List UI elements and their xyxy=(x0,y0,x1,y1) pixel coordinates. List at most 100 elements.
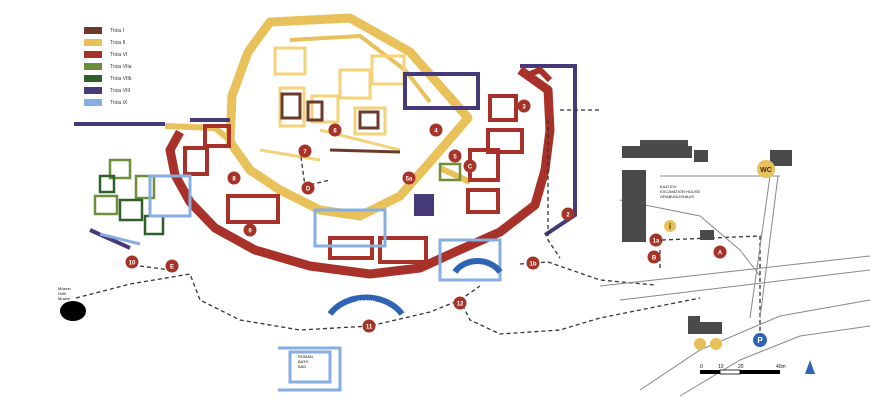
troia-i-walls xyxy=(280,92,401,154)
wc-label: WC xyxy=(760,167,772,174)
marker-1a-dot xyxy=(649,233,663,247)
marker-d-label: D xyxy=(306,186,311,192)
marker-b[interactable]: B xyxy=(647,250,661,264)
legend-item: Troia VIIb xyxy=(84,74,132,83)
wc-icon[interactable] xyxy=(757,160,775,178)
marker-1a[interactable]: 1a xyxy=(649,233,663,247)
legend-item: Troia I xyxy=(84,26,124,35)
marker-d[interactable]: D xyxy=(301,181,315,195)
legend-label: Troia VIII xyxy=(110,87,131,94)
marker-1a-label: 1a xyxy=(653,238,660,244)
museum-text-line-3: Musée xyxy=(58,296,71,301)
marker-2-label: 2 xyxy=(566,212,570,218)
odeon-label: ODEON xyxy=(357,300,376,306)
marker-10-label: 10 xyxy=(129,260,136,266)
marker-c[interactable]: C xyxy=(463,159,477,173)
legend-swatch xyxy=(84,87,102,94)
marker-3[interactable]: 3 xyxy=(517,99,531,113)
excavation-house-text-line-2: EXCAVATION HOUSE xyxy=(660,189,701,194)
marker-5-label: 5 xyxy=(453,154,457,160)
legend-item: Troia VI xyxy=(84,50,127,59)
legend-item: Troia VIII xyxy=(84,86,130,95)
legend-label: Troia VIIa xyxy=(110,63,132,70)
museum-blob xyxy=(60,301,86,321)
marker-8[interactable]: 8 xyxy=(227,171,241,185)
parking-icon[interactable] xyxy=(753,333,767,347)
troia-viii-walls xyxy=(74,64,577,250)
legend-swatch xyxy=(84,99,102,106)
marker-b-label: B xyxy=(652,255,657,261)
marker-5-dot xyxy=(448,149,462,163)
marker-4-label: 4 xyxy=(434,128,438,134)
parking-label: P xyxy=(757,336,763,345)
marker-12[interactable]: 12 xyxy=(453,296,467,310)
marker-7[interactable]: 7 xyxy=(298,144,312,158)
legend-item: Troia II xyxy=(84,38,125,47)
marker-1b-dot xyxy=(526,256,540,270)
no-smoking-icon xyxy=(694,338,706,350)
marker-6-label: 6 xyxy=(333,128,337,134)
marker-8-label: 8 xyxy=(232,176,236,182)
scale-10: 10 xyxy=(718,364,724,370)
marker-a-dot xyxy=(713,245,727,259)
excavation-house-text: KAZI EVI xyxy=(660,184,676,189)
marker-4[interactable]: 4 xyxy=(429,123,443,137)
troia-ii-walls xyxy=(164,13,473,221)
scale-40: 40m xyxy=(776,364,786,370)
marker-1b-label: 1b xyxy=(529,261,536,267)
marker-e-label: E xyxy=(170,264,174,270)
legend-item: Troia IX xyxy=(84,98,127,107)
museum-text: Müzesi xyxy=(58,286,71,291)
site-markers: 1a 1b 2 3 4 5 5a 6 7 8 9 10 11 12 A B C D E xyxy=(125,99,727,333)
marker-c-dot xyxy=(463,159,477,173)
marker-10[interactable]: 10 xyxy=(125,255,139,269)
legend-label: Troia IX xyxy=(110,99,128,106)
marker-7-label: 7 xyxy=(303,149,307,155)
mail-icon xyxy=(710,338,722,350)
roads xyxy=(599,175,870,397)
marker-11-label: 11 xyxy=(366,324,373,330)
marker-5a[interactable]: 5a xyxy=(402,171,416,185)
marker-5[interactable]: 5 xyxy=(448,149,462,163)
troia-ix-walls xyxy=(99,174,502,392)
marker-e[interactable]: E xyxy=(165,259,179,273)
marker-a[interactable]: A xyxy=(713,245,727,259)
modern-buildings xyxy=(622,140,792,334)
scale-0: 0 xyxy=(700,364,703,370)
marker-e-dot xyxy=(165,259,179,273)
scale-20: 20 xyxy=(738,364,744,370)
info-label: i xyxy=(669,222,671,231)
legend-swatch xyxy=(84,63,102,70)
marker-6[interactable]: 6 xyxy=(328,123,342,137)
legend-label: Troia I xyxy=(110,27,124,34)
troia-viia-walls xyxy=(93,158,462,216)
marker-11-dot xyxy=(362,319,376,333)
marker-7-dot xyxy=(298,144,312,158)
odeon-structure xyxy=(327,258,503,316)
marker-5a-label: 5a xyxy=(406,176,413,182)
info-icon[interactable] xyxy=(664,220,676,232)
marker-9-dot xyxy=(243,223,257,237)
marker-2-dot xyxy=(561,207,575,221)
marker-1b[interactable]: 1b xyxy=(526,256,540,270)
legend-swatch xyxy=(84,75,102,82)
scale-bar xyxy=(700,369,780,375)
marker-4-dot xyxy=(429,123,443,137)
marker-3-dot xyxy=(517,99,531,113)
bath-text: ROMAN xyxy=(298,354,313,359)
marker-9-label: 9 xyxy=(248,228,252,234)
marker-9[interactable]: 9 xyxy=(243,223,257,237)
legend-label: Troia VI xyxy=(110,51,128,58)
troia-ii-buildings xyxy=(259,46,406,162)
legend-label: Troia II xyxy=(110,39,126,46)
marker-11[interactable]: 11 xyxy=(362,319,376,333)
marker-10-dot xyxy=(125,255,139,269)
north-arrow-icon xyxy=(805,360,815,374)
marker-b-dot xyxy=(647,250,661,264)
bath-text-line-3: BAD xyxy=(298,364,306,369)
marker-2[interactable]: 2 xyxy=(561,207,575,221)
